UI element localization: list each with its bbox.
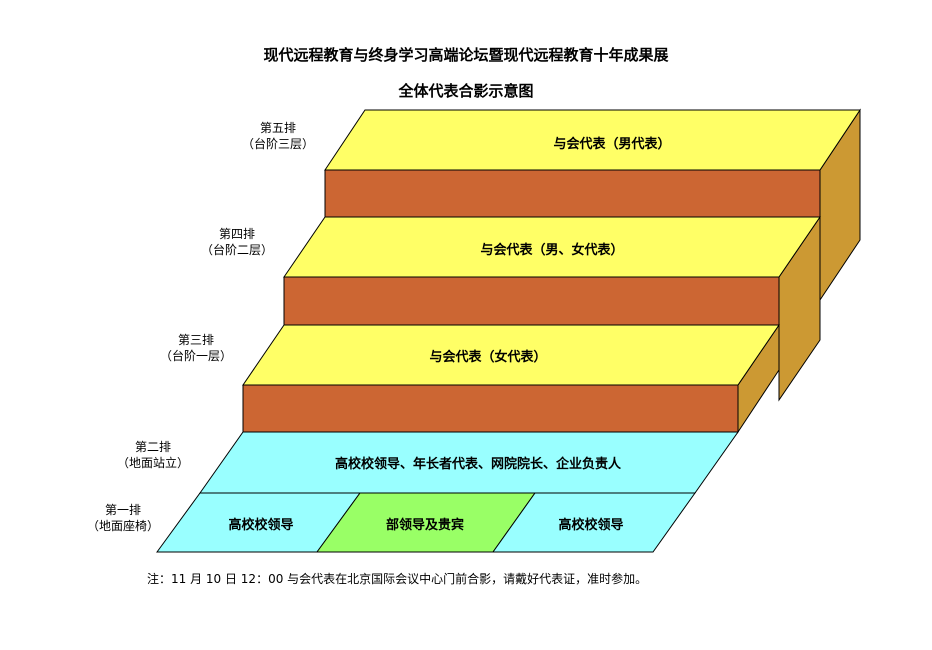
step3-top bbox=[324, 109, 861, 171]
row4-area-label: 与会代表（男、女代表） bbox=[480, 242, 623, 258]
step1-top bbox=[242, 324, 780, 386]
row1-right-label: 高校校领导 bbox=[558, 517, 623, 533]
row1-left-label: 高校校领导 bbox=[228, 517, 293, 533]
row2-area-label: 高校校领导、年长者代表、网院院长、企业负责人 bbox=[335, 456, 622, 472]
row5-label: 第五排 （台阶三层） bbox=[228, 120, 328, 152]
row4-label: 第四排 （台阶二层） bbox=[187, 226, 287, 258]
row1-center-label: 部领导及贵宾 bbox=[386, 517, 464, 533]
row1-right-area bbox=[492, 492, 696, 553]
row5-detail: （台阶三层） bbox=[241, 137, 314, 151]
row3-label: 第三排 （台阶一层） bbox=[146, 332, 246, 364]
footnote: 注：11 月 10 日 12：00 与会代表在北京国际会议中心门前合影，请戴好代… bbox=[147, 572, 648, 586]
row1-detail: （地面座椅） bbox=[86, 519, 159, 533]
row2-name: 第二排 bbox=[134, 440, 171, 454]
step3-front bbox=[324, 169, 821, 218]
row2-detail: （地面站立） bbox=[116, 456, 189, 470]
row5-name: 第五排 bbox=[259, 121, 296, 135]
step2-front bbox=[283, 276, 780, 326]
row2-label: 第二排 （地面站立） bbox=[103, 439, 203, 471]
row3-area-label: 与会代表（女代表） bbox=[429, 349, 546, 365]
row1-label: 第一排 （地面座椅） bbox=[73, 502, 173, 534]
row4-name: 第四排 bbox=[218, 227, 255, 241]
step1-front bbox=[242, 384, 739, 433]
page-subtitle: 全体代表合影示意图 bbox=[398, 82, 534, 100]
row5-area-label: 与会代表（男代表） bbox=[553, 136, 670, 152]
page-title: 现代远程教育与终身学习高端论坛暨现代远程教育十年成果展 bbox=[263, 46, 669, 64]
row3-detail: （台阶一层） bbox=[159, 349, 232, 363]
row4-detail: （台阶二层） bbox=[200, 243, 273, 257]
step2-top bbox=[283, 216, 821, 278]
row3-name: 第三排 bbox=[177, 333, 214, 347]
row1-name: 第一排 bbox=[104, 503, 141, 517]
